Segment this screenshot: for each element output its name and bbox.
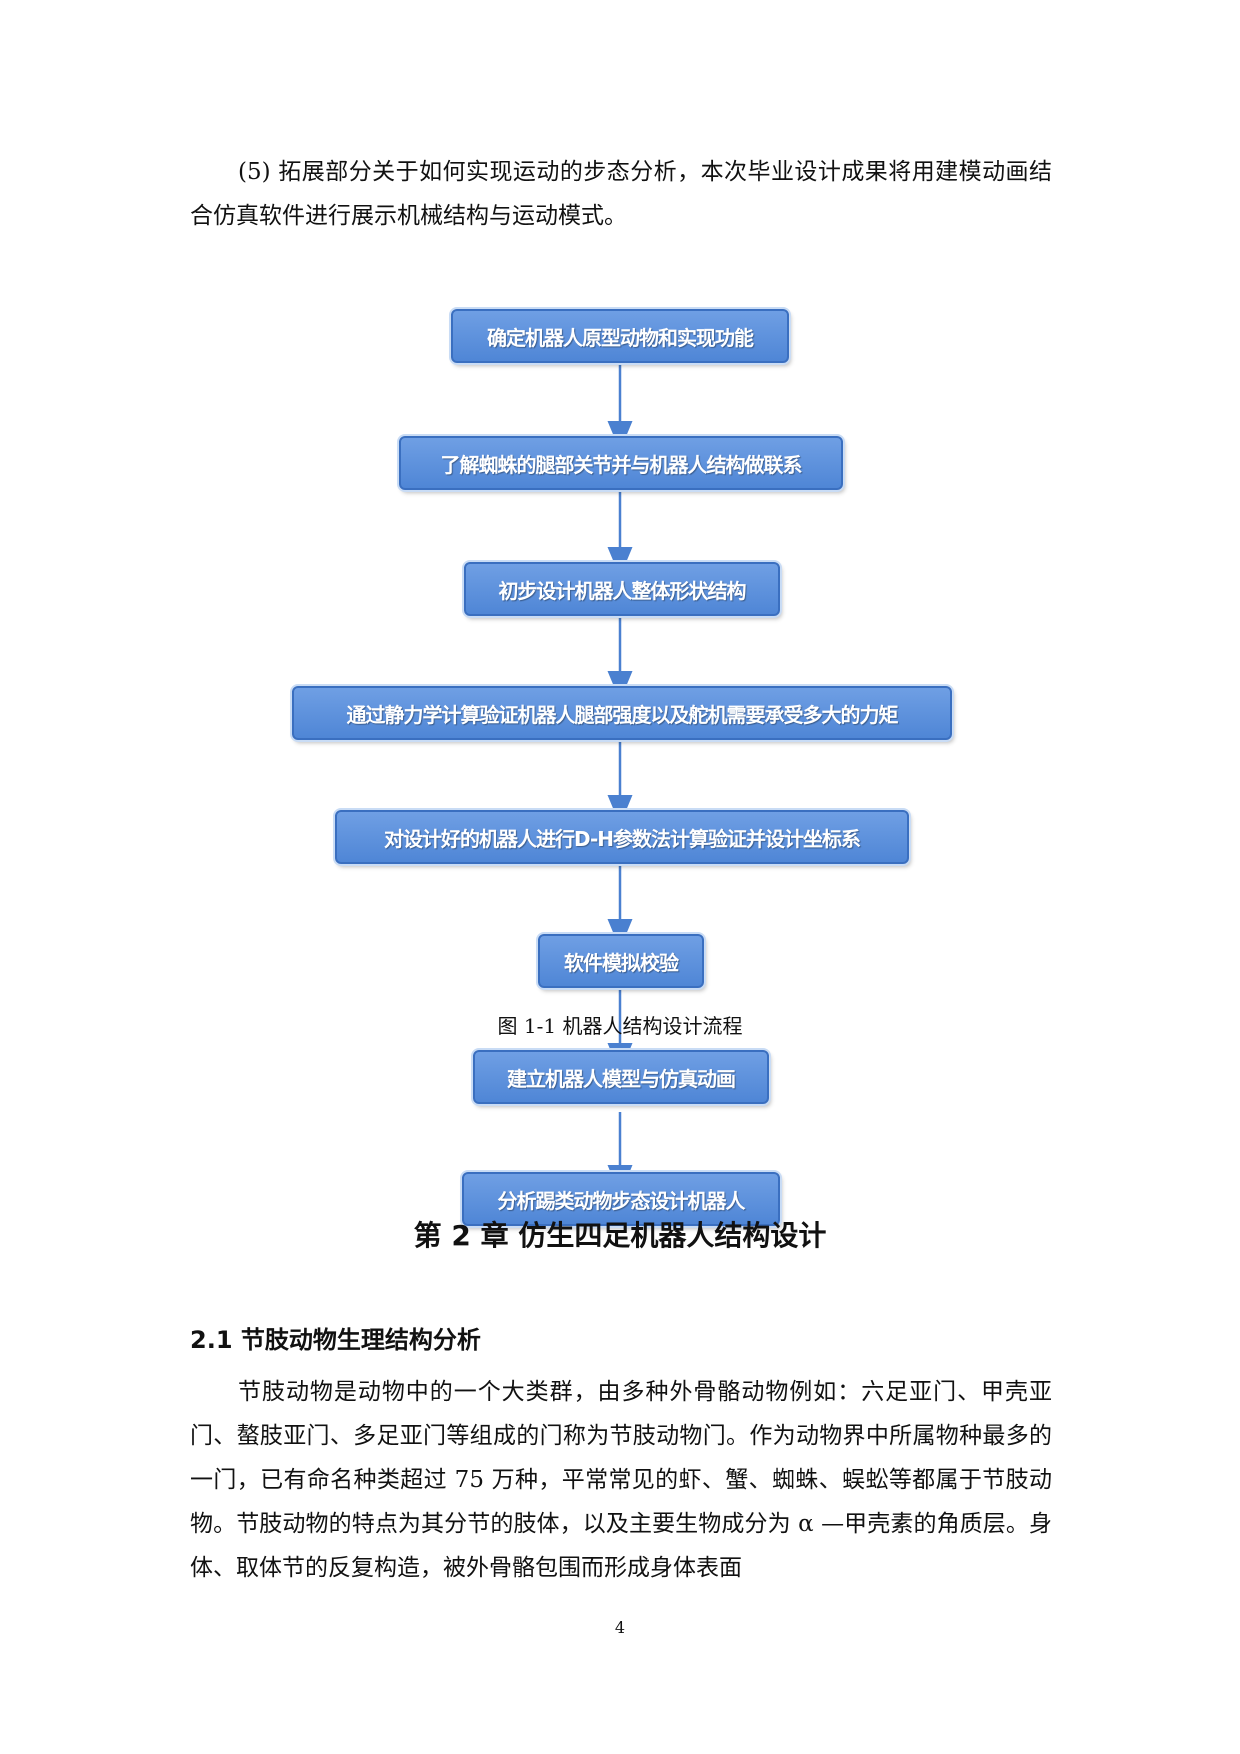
flow-step-6: 软件模拟校验 bbox=[538, 934, 704, 988]
flow-step-4: 通过静力学计算验证机器人腿部强度以及舵机需要承受多大的力矩 bbox=[292, 686, 952, 740]
flow-step-3: 初步设计机器人整体形状结构 bbox=[464, 562, 780, 616]
flow-step-1: 确定机器人原型动物和实现功能 bbox=[451, 309, 789, 363]
page-number: 4 bbox=[614, 1618, 626, 1637]
intro-paragraph: (5) 拓展部分关于如何实现运动的步态分析，本次毕业设计成果将用建模动画结合仿真… bbox=[190, 159, 1052, 229]
flow-step-5: 对设计好的机器人进行D-H参数法计算验证并设计坐标系 bbox=[335, 810, 909, 864]
flow-step-7: 建立机器人模型与仿真动画 bbox=[473, 1050, 769, 1104]
section-title: 2.1 节肢动物生理结构分析 bbox=[190, 1326, 481, 1354]
figure-caption: 图 1-1 机器人结构设计流程 bbox=[497, 1014, 743, 1038]
body-paragraph: 节肢动物是动物中的一个大类群，由多种外骨骼动物例如：六足亚门、甲壳亚门、螯肢亚门… bbox=[190, 1379, 1052, 1581]
flow-step-8: 分析踢类动物步态设计机器人 bbox=[462, 1172, 780, 1226]
chapter-title: 第 2 章 仿生四足机器人结构设计 bbox=[413, 1219, 827, 1252]
flow-step-2: 了解蜘蛛的腿部关节并与机器人结构做联系 bbox=[399, 436, 843, 490]
